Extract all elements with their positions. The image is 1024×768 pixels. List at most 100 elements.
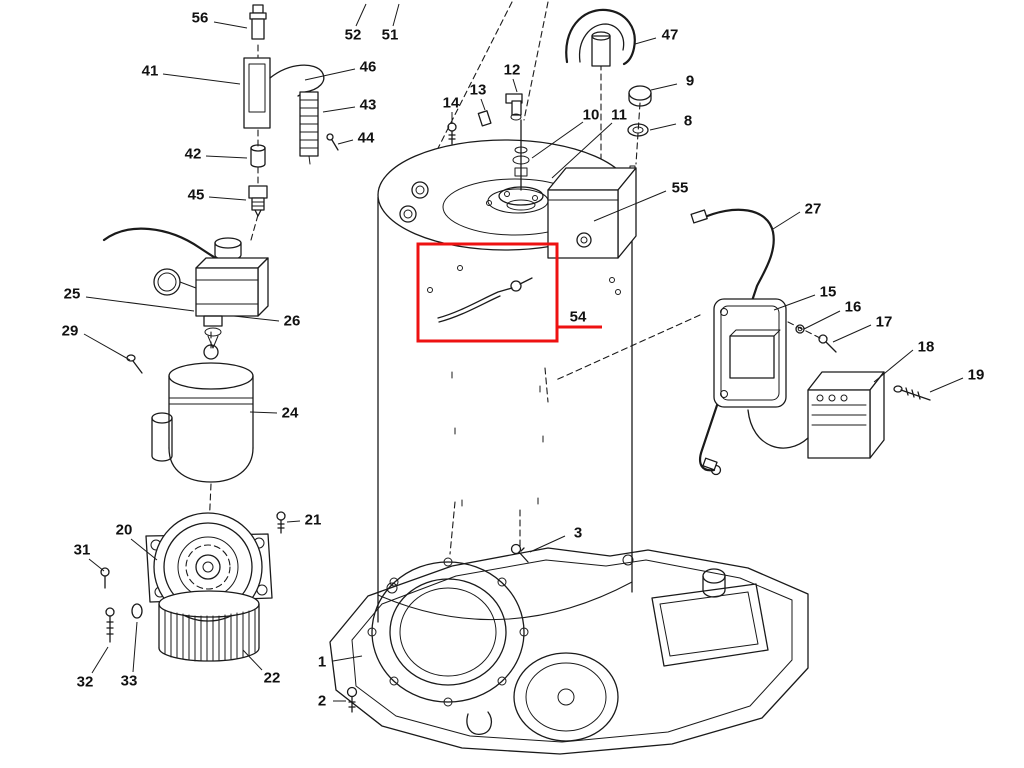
part-label-10: 10 bbox=[583, 107, 600, 124]
part-56-top bbox=[252, 4, 264, 14]
valve-knob bbox=[214, 237, 242, 249]
leader-line-42 bbox=[205, 155, 248, 159]
leader-line-13 bbox=[480, 98, 486, 111]
leader-line-21 bbox=[286, 520, 301, 523]
spacer-13 bbox=[477, 110, 492, 127]
part-label-32: 32 bbox=[77, 674, 94, 691]
leader-line-19 bbox=[929, 377, 964, 393]
part-label-17: 17 bbox=[876, 314, 893, 331]
leader-line-27 bbox=[772, 211, 801, 230]
part-label-2: 2 bbox=[318, 693, 326, 710]
part-label-24: 24 bbox=[282, 405, 299, 422]
part-label-44: 44 bbox=[358, 130, 375, 147]
pump-24 bbox=[126, 344, 254, 483]
part-label-8: 8 bbox=[684, 113, 692, 130]
part-42 bbox=[250, 144, 266, 168]
screw-21 bbox=[276, 511, 286, 534]
leader-line-1 bbox=[332, 655, 363, 662]
handle-47 bbox=[565, 8, 636, 67]
leader-line-22 bbox=[242, 649, 263, 671]
leader-line-17 bbox=[832, 324, 872, 343]
part-label-52: 52 bbox=[345, 27, 362, 44]
tank-top-fittings bbox=[399, 85, 652, 295]
leader-line-31 bbox=[88, 558, 105, 572]
screw-29 bbox=[126, 354, 143, 374]
leader-line-26 bbox=[233, 315, 280, 322]
base-pan bbox=[329, 547, 809, 755]
leader-line-56 bbox=[213, 21, 248, 29]
part-label-16: 16 bbox=[845, 299, 862, 316]
leader-line-20 bbox=[130, 538, 158, 561]
leader-line-51 bbox=[392, 3, 400, 27]
part-label-20: 20 bbox=[116, 522, 133, 539]
screw-44 bbox=[326, 133, 339, 151]
part-label-14: 14 bbox=[443, 95, 460, 112]
transformer-18 bbox=[747, 371, 931, 459]
screw-32 bbox=[105, 607, 115, 643]
spark-plug-45 bbox=[248, 185, 268, 217]
wire-46 bbox=[269, 64, 325, 97]
tube-54 bbox=[437, 277, 533, 323]
highlight-rect bbox=[416, 242, 559, 343]
leader-line-11 bbox=[551, 122, 613, 179]
part-label-41: 41 bbox=[142, 63, 159, 80]
leader-line-44 bbox=[337, 139, 354, 145]
part-label-19: 19 bbox=[968, 367, 985, 384]
leader-line-55 bbox=[593, 190, 667, 222]
gas-valve bbox=[102, 227, 269, 349]
leader-line-43 bbox=[322, 106, 356, 113]
part-label-29: 29 bbox=[62, 323, 79, 340]
highlight-annotation bbox=[416, 242, 602, 343]
part-label-11: 11 bbox=[611, 107, 627, 124]
leader-line-46 bbox=[304, 68, 356, 81]
dip-tube bbox=[498, 119, 544, 211]
part-label-42: 42 bbox=[185, 146, 202, 163]
leader-line-16 bbox=[803, 310, 841, 330]
part-label-47: 47 bbox=[662, 27, 679, 44]
screw-14 bbox=[447, 122, 457, 145]
screw-3 bbox=[510, 543, 522, 555]
base-screws bbox=[346, 543, 529, 713]
leader-line-9 bbox=[650, 83, 678, 91]
part-label-43: 43 bbox=[360, 97, 377, 114]
leader-line-3 bbox=[529, 535, 566, 553]
part-label-21: 21 bbox=[305, 512, 322, 529]
tube-27 bbox=[690, 208, 775, 476]
part-label-31: 31 bbox=[74, 542, 91, 559]
leader-line-10 bbox=[531, 121, 584, 159]
part-label-56: 56 bbox=[192, 10, 209, 27]
part-label-1: 1 bbox=[318, 654, 326, 671]
leader-line-29 bbox=[83, 333, 131, 361]
leader-line-32 bbox=[91, 646, 109, 674]
igniter-41 bbox=[243, 57, 271, 129]
part-label-12: 12 bbox=[504, 62, 521, 79]
part-label-46: 46 bbox=[360, 59, 377, 76]
screw-17 bbox=[818, 334, 837, 353]
part-label-9: 9 bbox=[686, 73, 694, 90]
part-label-55: 55 bbox=[672, 180, 689, 197]
washer-8 bbox=[627, 123, 649, 137]
leader-line-24 bbox=[249, 411, 278, 414]
grommet-33 bbox=[131, 603, 143, 619]
screw-19 bbox=[893, 385, 931, 401]
transformer-wire bbox=[747, 409, 809, 449]
screw-31 bbox=[100, 567, 110, 589]
leader-line-12 bbox=[512, 78, 518, 93]
elbow-fitting bbox=[505, 93, 523, 121]
igniter-assembly bbox=[243, 4, 339, 217]
leader-line-25 bbox=[85, 296, 195, 312]
leader-line-52 bbox=[355, 3, 367, 27]
part-label-27: 27 bbox=[805, 201, 822, 218]
leader-line-33 bbox=[132, 621, 138, 673]
part-label-22: 22 bbox=[264, 670, 281, 687]
leader-line-41 bbox=[162, 73, 241, 85]
screw-2 bbox=[346, 686, 358, 698]
part-label-33: 33 bbox=[121, 673, 138, 690]
fan-wheel-22 bbox=[105, 590, 260, 662]
leader-line-18 bbox=[873, 349, 914, 383]
part-label-13: 13 bbox=[470, 82, 487, 99]
leader-line-8 bbox=[649, 123, 677, 131]
electrode-43 bbox=[299, 91, 319, 165]
